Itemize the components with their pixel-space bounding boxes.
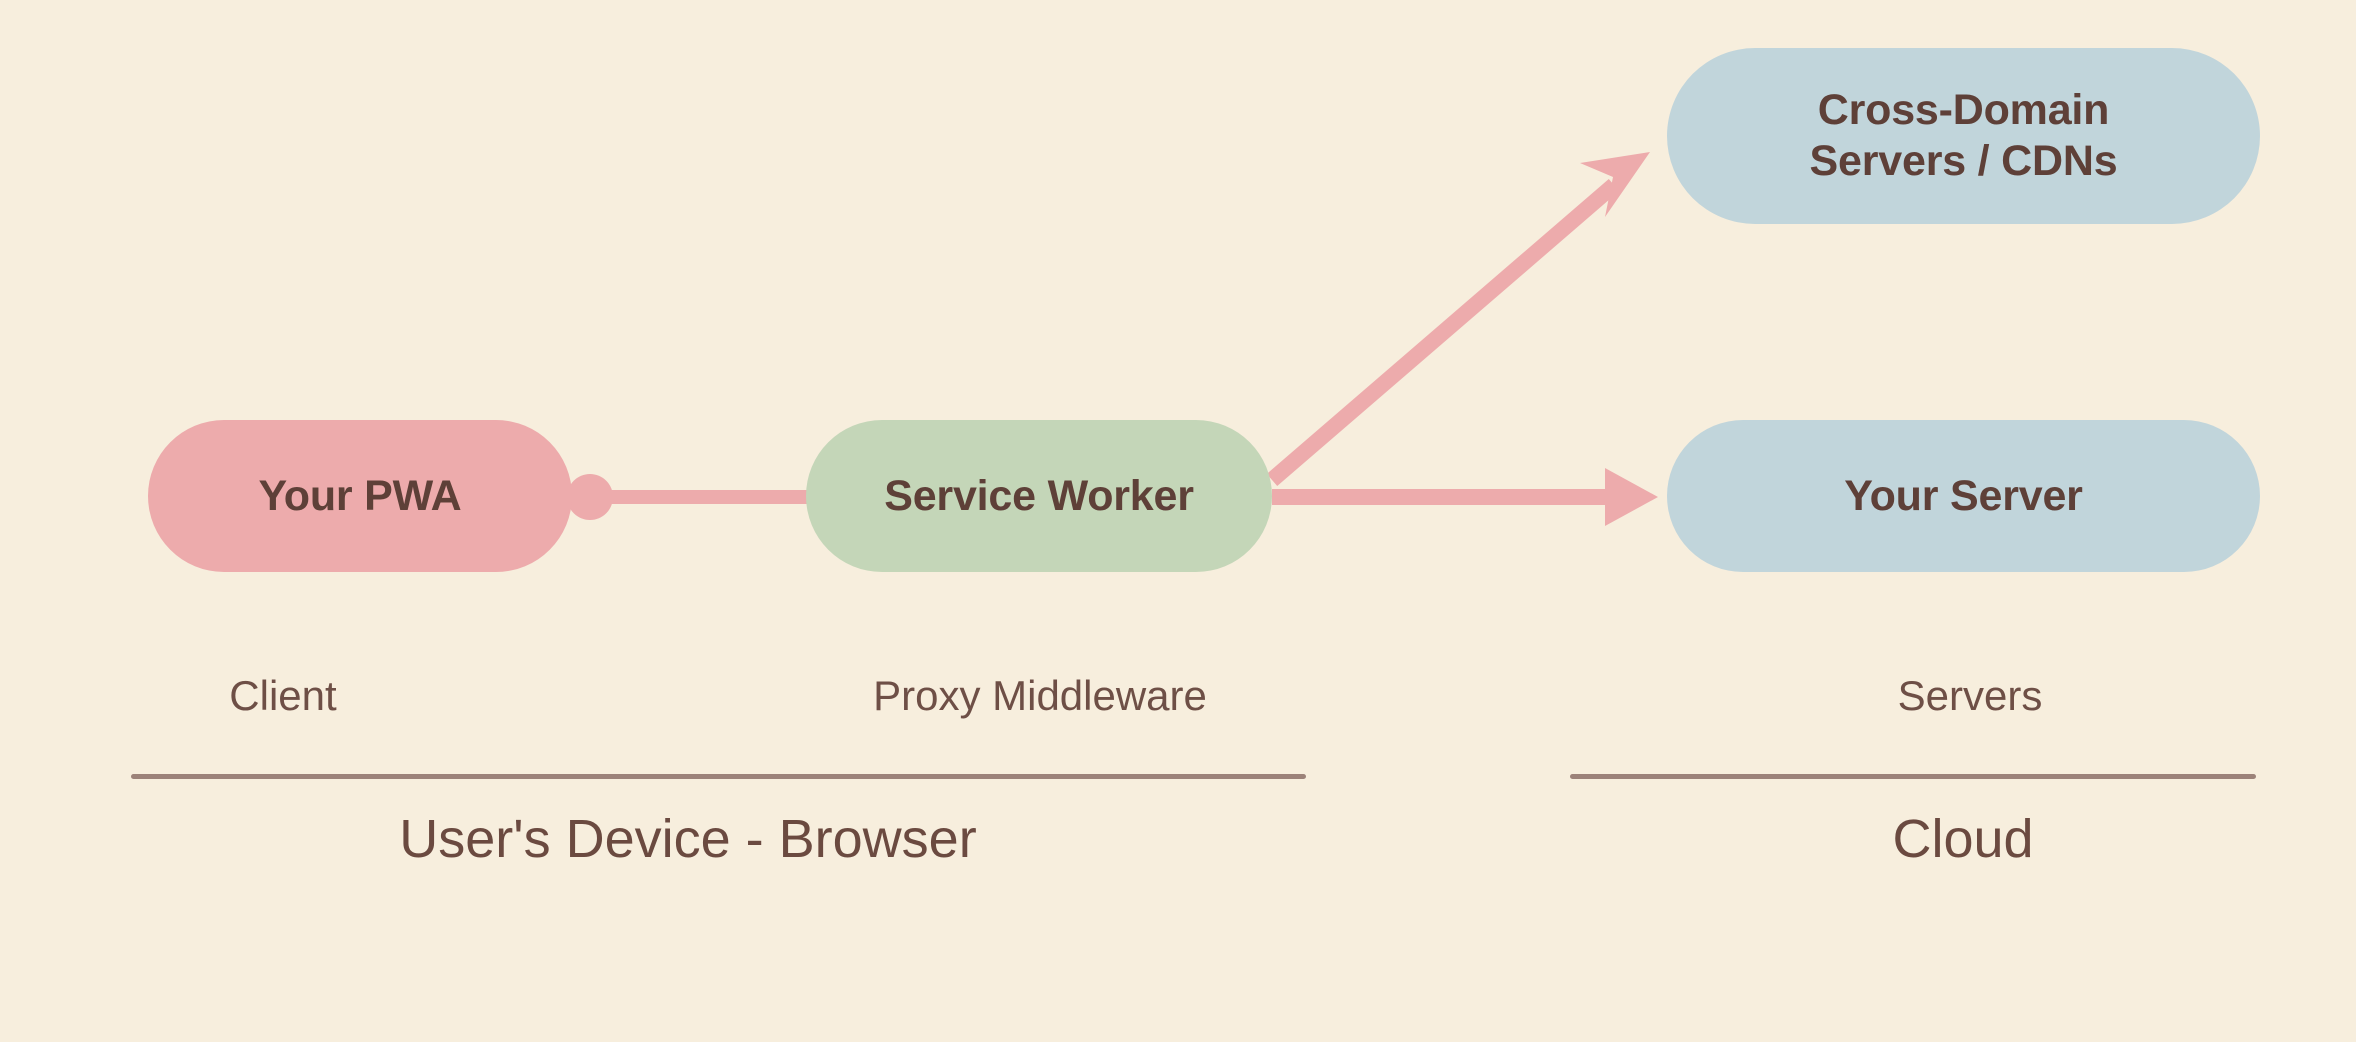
zone-title-user-device: User's Device - Browser [399, 809, 977, 869]
node-service-worker[interactable]: Service Worker [806, 420, 1272, 572]
arrowhead-up-icon [1580, 152, 1650, 217]
zone-divider-right [1570, 774, 2256, 779]
node-your-pwa[interactable]: Your PWA [148, 420, 572, 572]
edge-origin-dot-icon [567, 474, 613, 520]
zone-divider-left [131, 774, 1306, 779]
node-your-pwa-label: Your PWA [258, 471, 462, 520]
zone-caption-client: Client [229, 672, 337, 719]
zone-title-cloud: Cloud [1892, 809, 2034, 869]
edge-service-worker-to-cross-domain [1266, 152, 1650, 487]
edge-service-worker-to-your-server [1272, 468, 1658, 526]
node-your-server[interactable]: Your Server [1667, 420, 2260, 572]
node-service-worker-label: Service Worker [884, 471, 1194, 520]
node-your-server-label: Your Server [1844, 471, 2083, 520]
arrowhead-right-icon [1605, 468, 1658, 526]
edge-pwa-to-service-worker [567, 474, 812, 520]
edge-line-service-worker-cross-domain [1266, 178, 1620, 487]
node-cross-domain-servers[interactable]: Cross-Domain Servers / CDNs [1667, 48, 2260, 224]
zone-caption-servers: Servers [1897, 672, 2043, 719]
node-cross-domain-servers-label: Cross-Domain Servers / CDNs [1809, 86, 2118, 185]
zone-caption-proxy-middleware: Proxy Middleware [873, 672, 1207, 719]
